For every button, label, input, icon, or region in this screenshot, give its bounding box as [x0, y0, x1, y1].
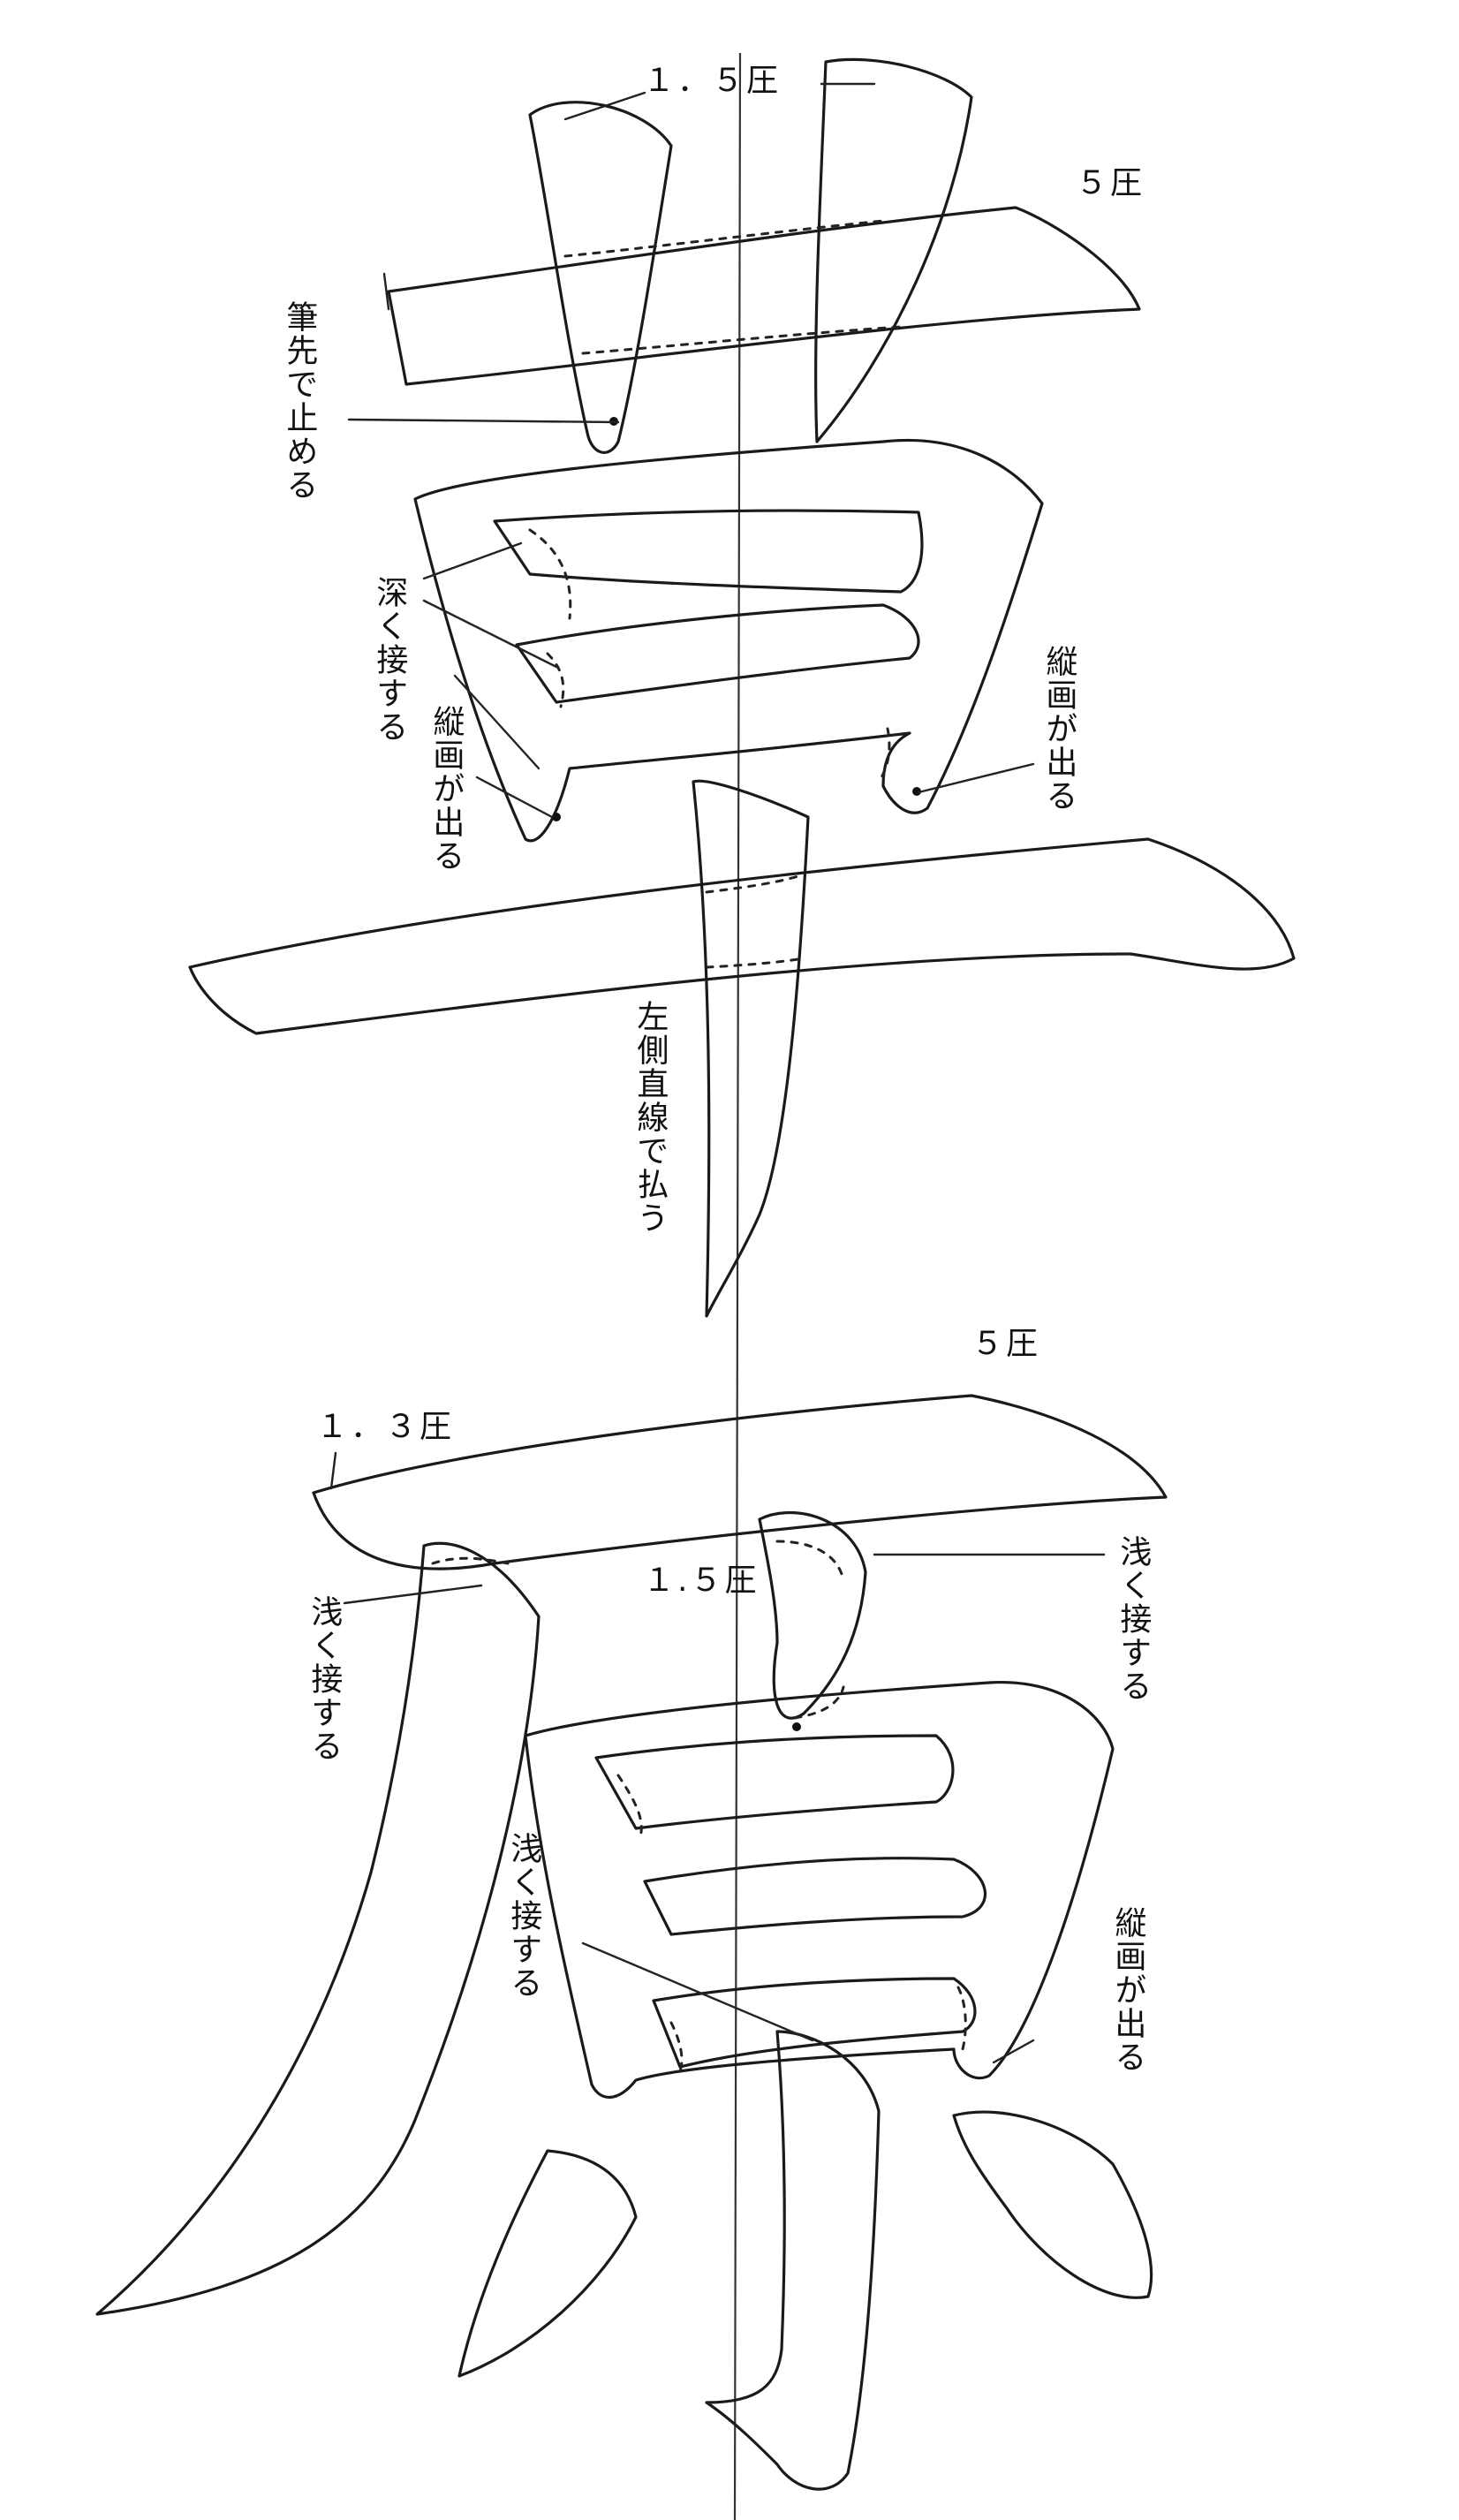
- pressure-tick-top: [382, 272, 390, 311]
- label-pressure-5-mid: ５圧: [971, 1326, 1041, 1362]
- central-vertical: [692, 779, 810, 1318]
- label-deep-join: 深く接する: [371, 576, 408, 744]
- grass-right-vertical: [814, 57, 973, 443]
- main-horizontal-dash-2: [705, 957, 805, 969]
- label-vertical-out-right: 縦画が出る: [1040, 645, 1077, 813]
- lower-inner-bar-3: [652, 1977, 977, 2069]
- sun-middle-bar: [515, 603, 920, 704]
- lower-dot-mark: [792, 1722, 801, 1731]
- lower-left-sweep: [95, 1541, 541, 2316]
- center-guide-line: [733, 52, 742, 2520]
- label-brush-tip-stop: 筆先で止める: [281, 300, 318, 502]
- lower-join-dash-2: [669, 2021, 684, 2073]
- grass-horizontal: [387, 206, 1141, 386]
- lower-inner-bar-2: [643, 1857, 987, 1936]
- leader-lines: [343, 82, 1106, 2064]
- label-left-side-straight: 左側直線で払う: [631, 1000, 669, 1235]
- lower-bottom-vertical: [705, 2030, 881, 2491]
- deep-join-dash-2: [546, 652, 565, 708]
- lower-join-dash-1: [616, 1774, 643, 1839]
- lower-inner-bar-1: [594, 1734, 955, 1830]
- upper-character: [188, 57, 1296, 1318]
- lower-dot-dash-bottom: [793, 1685, 845, 1720]
- label-pressure-1-5-mid: １.５圧: [643, 1563, 760, 1599]
- lower-top-horizontal: [312, 1394, 1168, 1570]
- left-exit-dot: [552, 813, 561, 821]
- lower-join-dash-3: [956, 1986, 967, 2051]
- lower-top-dot: [758, 1511, 867, 1720]
- lower-box-frame: [524, 1681, 1115, 2099]
- hidden-stroke-top: [563, 219, 885, 258]
- right-exit-dot: [912, 787, 921, 796]
- join-dash-right: [877, 727, 891, 783]
- grass-left-vertical: [528, 101, 673, 454]
- label-shallow-join-left: 浅く接する: [306, 1595, 343, 1763]
- label-shallow-join-center: 浅く接する: [505, 1832, 542, 2000]
- main-horizontal-dash-1: [705, 873, 805, 894]
- hidden-stroke-mid: [581, 325, 903, 355]
- lower-dot-dash: [775, 1540, 845, 1583]
- sun-top-bar: [493, 509, 924, 594]
- label-pressure-1-5-top: １．５圧: [643, 63, 782, 99]
- label-vertical-out-left: 縦画が出る: [427, 705, 465, 873]
- label-vertical-out-bottom: 縦画が出る: [1109, 1906, 1146, 2074]
- lower-right-diagonal: [952, 2110, 1153, 2299]
- lower-left-diagonal: [457, 2149, 638, 2378]
- label-pressure-5-top: ５圧: [1076, 165, 1145, 201]
- label-pressure-1-3: １．３圧: [316, 1409, 455, 1445]
- label-shallow-join-right: 浅く接する: [1115, 1535, 1152, 1703]
- sun-frame: [413, 438, 1044, 843]
- lower-character: [95, 1394, 1168, 2491]
- main-horizontal: [188, 837, 1296, 1035]
- deep-join-dash-1: [528, 528, 572, 620]
- pressure-tick-lower: [329, 1451, 337, 1490]
